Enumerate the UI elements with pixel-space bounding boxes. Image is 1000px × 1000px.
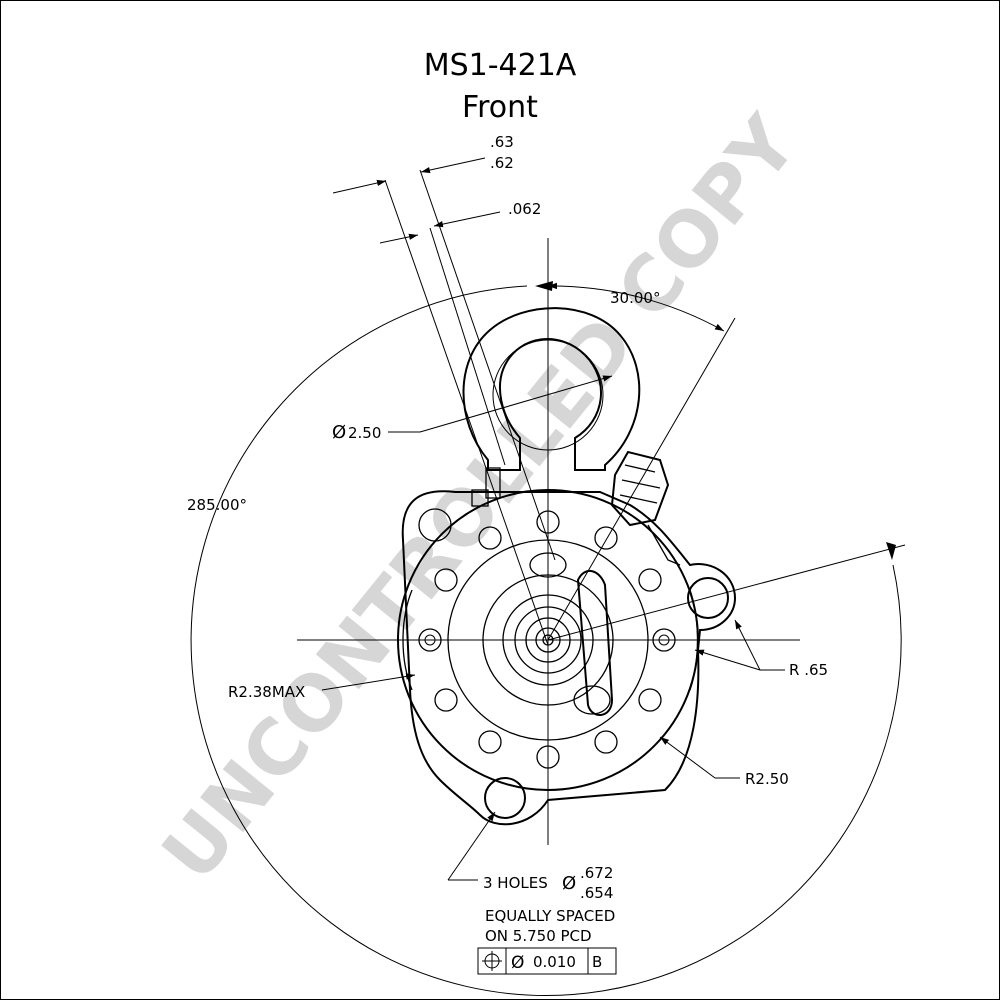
shaft	[535, 627, 561, 653]
solenoid-bore	[492, 339, 604, 451]
r65-leader-2	[694, 649, 761, 671]
dim-062: .062	[508, 200, 541, 218]
solenoid-body	[462, 307, 641, 471]
housing-side-right	[689, 589, 699, 691]
holes-lower: .654	[580, 884, 613, 902]
diameter-symbol: Ø	[511, 953, 524, 973]
port-top	[529, 552, 567, 578]
dim-r238max: R2.38MAX	[228, 683, 305, 701]
dim-angle-285: 285.00°	[187, 496, 247, 514]
mount-hole-right	[687, 577, 729, 619]
slot	[576, 570, 614, 716]
housing-side-left	[402, 589, 413, 691]
holes-upper: .672	[580, 864, 613, 882]
extension-line-2	[419, 169, 556, 561]
port-bottom	[573, 685, 611, 715]
mount-hole-bottom	[484, 777, 526, 819]
holes-note: 3 HOLES	[483, 874, 548, 892]
diameter-symbol: Ø	[562, 873, 576, 894]
view-label: Front	[462, 90, 538, 125]
pinion-outer	[502, 594, 594, 686]
holes-leader	[447, 811, 496, 881]
angle-arc-285	[190, 285, 902, 996]
small-terminal	[471, 467, 501, 507]
tolerance-value: 0.010	[533, 953, 576, 971]
drawing-title: MS1-421A	[424, 48, 577, 83]
arrowhead	[886, 542, 896, 560]
dim-angle-30: 30.00°	[610, 289, 660, 307]
terminal-stud	[610, 450, 681, 566]
angle-arc-30	[547, 282, 725, 332]
r65-leader-1	[734, 619, 761, 671]
extension-line-1	[384, 179, 549, 646]
dim-62-lower: .62	[490, 154, 514, 172]
mount-hole-left	[418, 508, 452, 542]
bolt-holes	[418, 510, 676, 769]
dia-leader	[419, 375, 613, 433]
tolerance-frame: Ø 0.010 B	[477, 947, 617, 975]
dim-r65: R .65	[789, 661, 828, 679]
dim-arrow-63-right	[420, 157, 486, 174]
mounting-flange	[401, 490, 737, 826]
r250-leader	[659, 736, 716, 779]
dim-arrow-062-left	[379, 233, 419, 244]
pinion-gear	[514, 606, 582, 674]
tolerance-datum: B	[592, 953, 602, 971]
dim-r250: R2.50	[745, 770, 789, 788]
shaft-outer	[525, 617, 571, 663]
pinion-housing	[482, 574, 614, 706]
dim-arrow-63-left	[332, 179, 387, 194]
r238-leader	[321, 673, 416, 691]
position-symbol	[482, 951, 502, 971]
dim-arrow-062-right	[433, 211, 501, 228]
spacing-note-2: ON 5.750 PCD	[485, 927, 592, 945]
dim-63-upper: .63	[490, 133, 514, 151]
dim-dia-250: 2.50	[348, 424, 381, 442]
diameter-symbol: Ø	[332, 422, 346, 443]
extension-line-3	[429, 227, 506, 466]
spacing-note-1: EQUALLY SPACED	[485, 907, 615, 925]
